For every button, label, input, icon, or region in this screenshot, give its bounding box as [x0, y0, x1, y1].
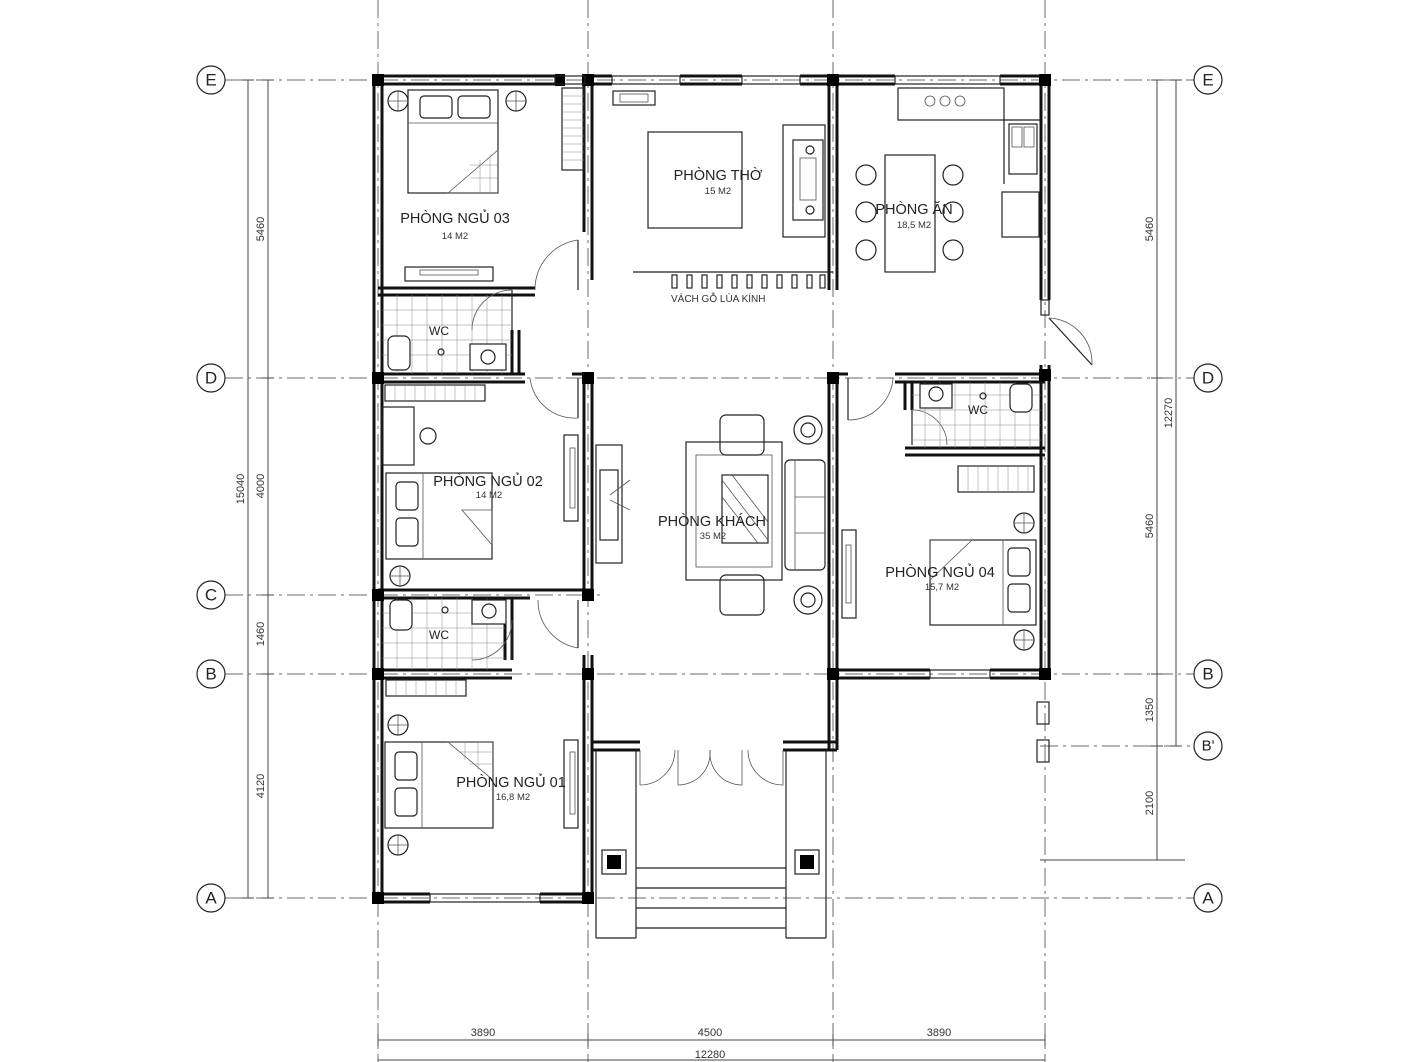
grid-bubble-left-b: B	[196, 659, 226, 689]
walls	[372, 74, 1051, 904]
room-label-wc-1: WC	[429, 324, 449, 338]
svg-text:A: A	[205, 889, 217, 908]
dimension-lines	[242, 79, 1182, 1061]
svg-text:B: B	[205, 665, 216, 684]
svg-text:C: C	[205, 586, 217, 605]
svg-text:D: D	[205, 369, 217, 388]
grid-bubble-left-e: E	[196, 65, 226, 95]
room-label-phong-ngu-02: PHÒNG NGỦ 02	[433, 472, 543, 490]
svg-text:B': B'	[1202, 738, 1215, 755]
svg-text:B: B	[1202, 665, 1213, 684]
altar-room-furniture	[612, 90, 833, 289]
dim-left-4: 4120	[255, 774, 267, 798]
dim-left-2: 4000	[255, 474, 267, 498]
svg-text:E: E	[1202, 71, 1213, 90]
room-area-phong-ngu-03: 14 M2	[442, 231, 468, 242]
bedroom-04-furniture	[841, 465, 1037, 651]
room-label-phong-an: PHÒNG ĂN	[875, 201, 952, 218]
dim-right-outer: 12270	[1163, 398, 1175, 429]
grid-lines	[225, 0, 1195, 1062]
room-area-phong-tho: 15 M2	[705, 186, 731, 197]
room-area-phong-an: 18,5 M2	[897, 220, 931, 231]
note-sliding-partition: VÁCH GỖ LÙA KÍNH	[671, 292, 765, 305]
grid-bubble-right-b-prime: B'	[1193, 731, 1223, 761]
grid-bubble-right-d: D	[1193, 363, 1223, 393]
wc-1-fixtures	[382, 295, 512, 374]
room-area-phong-ngu-04: 15,7 M2	[925, 582, 959, 593]
room-label-phong-ngu-03: PHÒNG NGỦ 03	[400, 209, 510, 227]
room-label-phong-ngu-01: PHÒNG NGỦ 01	[456, 773, 566, 791]
bedroom-01-furniture	[384, 679, 579, 856]
room-label-wc-2: WC	[429, 628, 449, 642]
room-label-phong-khach: PHÒNG KHÁCH	[658, 513, 766, 530]
windows	[429, 75, 1050, 903]
bedroom-03-furniture	[387, 87, 585, 282]
dim-bottom-1: 3890	[471, 1027, 495, 1039]
svg-text:D: D	[1202, 369, 1214, 388]
dim-bottom-2: 4500	[698, 1027, 722, 1039]
dim-left-outer: 15040	[235, 474, 247, 505]
svg-text:E: E	[205, 71, 216, 90]
grid-bubble-right-e: E	[1193, 65, 1223, 95]
room-label-wc-3: WC	[968, 403, 988, 417]
room-area-phong-ngu-01: 16,8 M2	[496, 792, 530, 803]
room-area-phong-ngu-02: 14 M2	[476, 490, 502, 501]
wc-3-fixtures	[912, 382, 1041, 448]
dim-left-3: 1460	[255, 622, 267, 646]
dim-bottom-3: 3890	[927, 1027, 951, 1039]
grid-bubble-right-a: A	[1193, 883, 1223, 913]
doors	[471, 239, 1093, 786]
room-label-phong-tho: PHÒNG THỜ	[674, 167, 763, 184]
dim-left-1: 5460	[255, 217, 267, 241]
dim-right-2: 5460	[1144, 514, 1156, 538]
wc-2-fixtures	[382, 598, 507, 670]
grid-bubble-right-b: B	[1193, 659, 1223, 689]
dim-right-1: 5460	[1144, 217, 1156, 241]
dim-right-4: 2100	[1144, 791, 1156, 815]
grid-bubble-left-c: C	[196, 580, 226, 610]
room-area-phong-khach: 35 M2	[700, 531, 726, 542]
bedroom-02-furniture	[381, 384, 579, 587]
dining-furniture	[855, 87, 1041, 273]
living-room-furniture	[595, 414, 826, 616]
grid-bubble-left-a: A	[196, 883, 226, 913]
svg-text:A: A	[1202, 889, 1214, 908]
dim-right-3: 1350	[1144, 698, 1156, 722]
dim-bottom-outer: 12280	[695, 1049, 726, 1061]
room-label-phong-ngu-04: PHÒNG NGỦ 04	[885, 563, 995, 581]
grid-bubble-left-d: D	[196, 363, 226, 393]
entrance-porch	[595, 750, 827, 939]
